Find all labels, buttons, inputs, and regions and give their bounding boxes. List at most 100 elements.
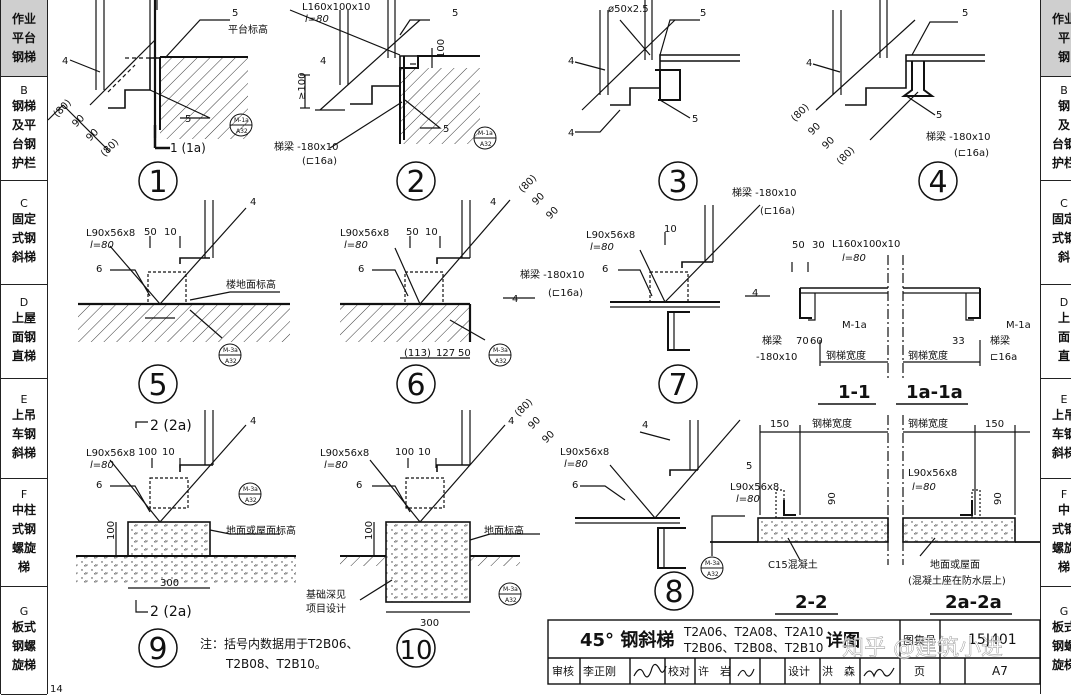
d1-weld-5a: 5 [232, 8, 238, 19]
left-tab-code: G [19, 605, 29, 618]
d8-weld-4: 4 [642, 420, 648, 431]
section-2-labels: 150 钢梯宽度 钢梯宽度 150 5 L90x56x8 l=80 90 C15… [700, 417, 1012, 615]
d4-weld-5b: 5 [936, 110, 942, 121]
d2-angle: L160x100x10 [302, 2, 370, 13]
d10-ref-bot: A32 [505, 597, 517, 604]
detail-2 [289, 0, 480, 149]
left-tab-text: 旋梯 [11, 658, 36, 672]
d6-weld-4b: 4 [512, 294, 518, 305]
d9-ground: 地面或屋面标高 [226, 524, 296, 537]
s22-title: 2-2 [795, 592, 828, 613]
s11-dim-60: 60 [810, 336, 823, 347]
section-2a-2a [902, 415, 1040, 565]
d4-dim-a: (80) [789, 102, 811, 124]
right-tab-text: 螺旋 [1051, 540, 1071, 555]
s1a-beam2: ⊏16a [990, 352, 1017, 363]
d6-dim-10: 10 [425, 227, 438, 238]
right-tab-f[interactable]: F中式钢螺旋梯 [1041, 478, 1071, 587]
detail-4 [812, 0, 985, 141]
page-label: 页 [914, 665, 925, 678]
d10-dim-c: 90 [540, 429, 557, 446]
designer: 洪 森 [822, 664, 855, 678]
d6-ref-bot: A32 [495, 358, 507, 365]
s1a-dim-33: 33 [952, 336, 965, 347]
s2a-ground: 地面或屋面 [930, 558, 980, 571]
right-tab-code: D [1059, 296, 1069, 309]
d9-section-top: 2 (2a) [150, 418, 192, 434]
signature-designer [863, 667, 895, 678]
left-tab-text: 钢梯 [11, 49, 36, 64]
left-tab-code: C [20, 197, 28, 210]
d10-weld-4: 4 [508, 416, 514, 427]
section-2-2 [710, 415, 889, 565]
d2-detail-number: 2 [406, 165, 425, 200]
d6-dim-50: 50 [406, 227, 419, 238]
right-tab-b[interactable]: B钢及台钢护栏 [1041, 76, 1071, 181]
detail-6 [340, 199, 535, 359]
note: 注：括号内数据用于T2B06、 T2B08、T2B10。 [200, 636, 358, 671]
d2-dim-100: 100 [436, 39, 447, 58]
right-tab-text: 护栏 [1051, 155, 1071, 170]
d8-detail-number: 8 [664, 575, 683, 610]
d9-angle: L90x56x8 [86, 448, 135, 459]
right-tab-text: 中 [1057, 502, 1070, 517]
d9-dim-v100: 100 [106, 521, 117, 540]
left-tab-a[interactable]: 作业平台钢梯 [1, 0, 47, 77]
left-tab-code: E [20, 393, 28, 406]
reviewer: 李正刚 [583, 664, 616, 678]
d2-beam2: (⊏16a) [302, 156, 337, 167]
right-tab-a[interactable]: 作业平钢 [1041, 0, 1071, 77]
detail-1 [47, 0, 248, 153]
detail-10-labels: L90x56x8 l=80 100 10 6 4 (80) 90 90 地面标高… [306, 397, 557, 668]
left-tab-text: 台钢 [11, 136, 36, 151]
detail-5 [78, 200, 290, 342]
s11-dim-50: 50 [792, 240, 805, 251]
left-tab-text: 斜梯 [11, 446, 36, 460]
watermark: 知乎 @建筑小进 [842, 636, 1003, 661]
title-codes-2: T2B06、T2B08、T2B10 [683, 641, 823, 655]
signature-reviewer [633, 663, 667, 678]
right-tab-text: 钢 [1057, 49, 1070, 64]
s2a-angle: L90x56x8 [908, 468, 957, 479]
d10-angle: L90x56x8 [320, 448, 369, 459]
d3-weld-5a: 5 [700, 8, 706, 19]
detail-10 [340, 410, 540, 613]
right-tab-code: B [1060, 83, 1068, 97]
right-tab-text: 钢螺 [1051, 639, 1071, 653]
left-tab-text: 式钢 [11, 521, 36, 536]
s1a-width: 钢梯宽度 [908, 349, 948, 362]
s22-width: 钢梯宽度 [812, 417, 852, 430]
d6-ref-top: M-3a [493, 347, 508, 354]
right-tab-text: 斜梯 [1051, 446, 1071, 460]
d7-weld-4: 4 [752, 288, 758, 299]
d6-dim-b: 90 [530, 191, 547, 208]
d10-length: l=80 [324, 460, 348, 471]
s11-width: 钢梯宽度 [826, 349, 866, 362]
detail-7-labels: L90x56x8 l=80 10 6 4 梯梁 -180x10 (⊏16a) 7 [586, 186, 797, 404]
right-tab-text: 上吊 [1051, 408, 1071, 422]
d4-dim-c: 90 [820, 135, 837, 152]
d6-dim-127: 127 [436, 348, 455, 359]
s2a-dim-90: 90 [993, 492, 1004, 505]
d3-weld-4a: 4 [568, 56, 574, 67]
d2-beam: 梯梁 -180x10 [274, 140, 339, 153]
title-block [547, 619, 1041, 685]
d6-weld-6: 6 [358, 264, 364, 275]
right-tab-text: 钢 [1057, 98, 1070, 113]
d1-weld-5b: 5 [185, 114, 191, 125]
atlas-number: 15J401 [968, 632, 1017, 648]
s2a-title: 2a-2a [945, 592, 1002, 613]
left-tab-code: B [20, 83, 28, 97]
d9-weld-6: 6 [96, 480, 102, 491]
d4-weld-5a: 5 [962, 8, 968, 19]
s11-beam: 梯梁 [762, 334, 782, 347]
